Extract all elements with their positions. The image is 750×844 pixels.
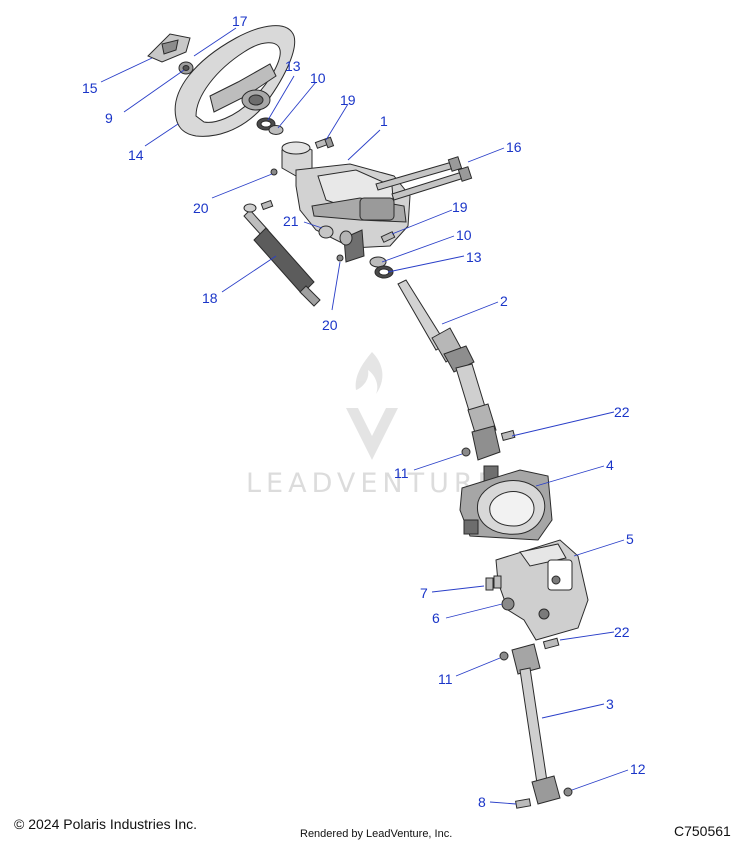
gas-strut <box>243 199 321 307</box>
lower-bushing-rings <box>369 256 394 279</box>
callout-14: 14 <box>128 147 144 163</box>
small-hardware <box>270 168 353 262</box>
diagram-code: C750561 <box>674 823 731 839</box>
svg-text:LEADVENTURE: LEADVENTURE <box>246 468 500 499</box>
callout-13-lower: 13 <box>466 249 482 265</box>
horn-cover <box>147 33 191 63</box>
upper-steering-shaft <box>397 279 501 461</box>
callout-19-upper: 19 <box>340 92 356 108</box>
callout-19-lower: 19 <box>452 199 468 215</box>
callout-3: 3 <box>606 696 614 712</box>
long-bolts <box>375 156 473 201</box>
callout-5: 5 <box>626 531 634 547</box>
leader-lines <box>100 27 629 805</box>
copyright-text: © 2024 Polaris Industries Inc. <box>14 816 198 832</box>
callout-22-lower: 22 <box>614 624 630 640</box>
bracket-fasteners <box>485 575 515 611</box>
callout-11-lower: 11 <box>438 671 453 687</box>
callout-21: 21 <box>283 213 299 229</box>
callout-22-upper: 22 <box>614 404 630 420</box>
callout-2: 2 <box>500 293 508 309</box>
callout-10-lower: 10 <box>456 227 472 243</box>
mounting-bracket <box>495 539 589 641</box>
callout-1: 1 <box>380 113 388 129</box>
callout-16: 16 <box>506 139 522 155</box>
callout-7: 7 <box>420 585 428 601</box>
callout-13-upper: 13 <box>285 58 301 74</box>
lower-steering-shaft <box>499 637 573 809</box>
callout-10-upper: 10 <box>310 70 326 86</box>
callout-18: 18 <box>202 290 218 306</box>
callout-12: 12 <box>630 761 646 777</box>
callout-9: 9 <box>105 110 113 126</box>
upper-joint-hardware <box>461 429 516 457</box>
rendered-by-text: Rendered by LeadVenture, Inc. <box>300 828 453 840</box>
upper-bushing-rings <box>256 117 284 135</box>
callout-15: 15 <box>82 80 98 96</box>
callout-4: 4 <box>606 457 614 473</box>
callout-11-upper: 11 <box>394 465 409 481</box>
callout-6: 6 <box>432 610 440 626</box>
leadventure-watermark: LEADVENTURE <box>246 352 500 499</box>
lower-bolt <box>380 231 396 243</box>
upper-bolt <box>314 136 335 149</box>
callout-17: 17 <box>232 13 248 29</box>
callout-20-lower: 20 <box>322 317 338 333</box>
callout-8: 8 <box>478 794 486 810</box>
steering-wheel <box>174 25 296 137</box>
callout-labels: 15 17 9 14 13 10 19 1 16 20 21 19 10 13 … <box>82 13 646 810</box>
power-steering-unit <box>459 465 553 541</box>
callout-20-upper: 20 <box>193 200 209 216</box>
